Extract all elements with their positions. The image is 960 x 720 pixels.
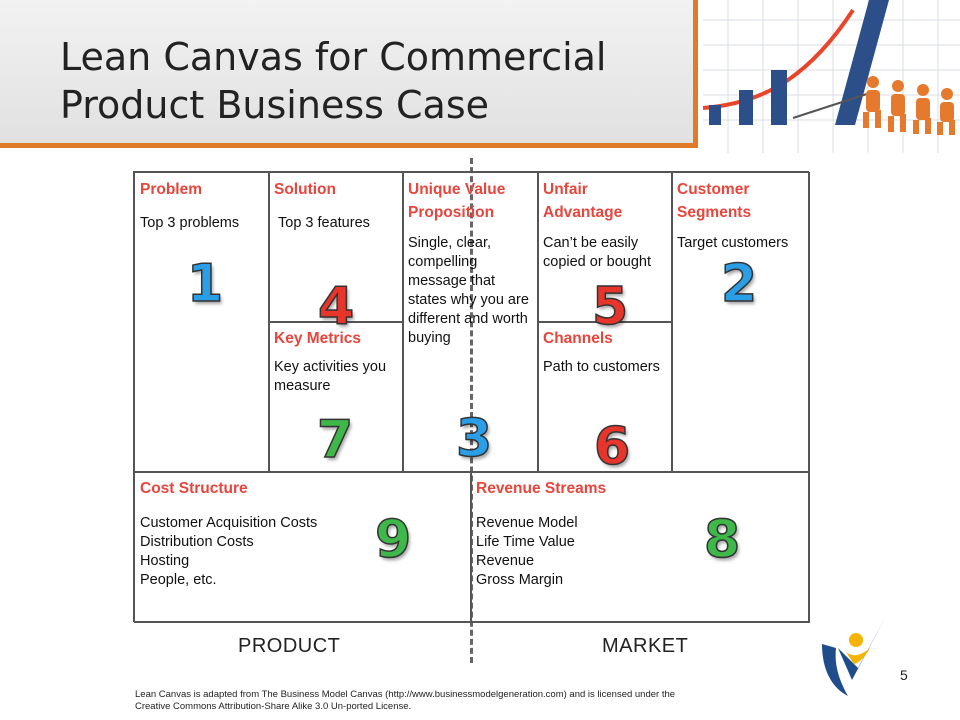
list-item: Revenue Model: [476, 515, 578, 531]
unfair-advantage-block: Unfair Advantage Can’t be easily copied …: [537, 172, 673, 323]
revenue-streams-list: Revenue Model Life Time Value Revenue Gr…: [476, 514, 804, 590]
step-number-6: 6: [593, 417, 631, 477]
unfair-advantage-title: Unfair Advantage: [543, 181, 623, 221]
key-metrics-body: Key activities you measure: [274, 359, 387, 394]
uvp-block: Unique Value Proposition Single, clear, …: [402, 172, 539, 473]
problem-block: Problem Top 3 problems: [134, 172, 270, 473]
key-metrics-block: Key Metrics Key activities you measure: [268, 321, 404, 473]
customer-segments-block: Customer Segments Target customers: [671, 172, 810, 473]
uvp-body: Single, clear, compelling message that s…: [408, 235, 529, 346]
step-number-2: 2: [720, 254, 758, 314]
uvp-title: Unique Value Proposition: [408, 181, 506, 221]
page-number: 5: [900, 667, 908, 683]
step-number-7: 7: [316, 410, 354, 470]
step-number-5: 5: [591, 277, 629, 337]
problem-body: Top 3 problems: [140, 215, 240, 231]
product-label: PRODUCT: [238, 635, 341, 657]
solution-title: Solution: [274, 181, 336, 198]
footnote-line2: Creative Commons Attribution-Share Alike…: [135, 701, 412, 712]
list-item: People, etc.: [140, 572, 217, 588]
solution-body: Top 3 features: [278, 215, 370, 231]
revenue-streams-title: Revenue Streams: [476, 480, 607, 497]
step-number-1: 1: [186, 254, 224, 314]
cost-structure-list: Customer Acquisition Costs Distribution …: [140, 514, 466, 590]
problem-title: Problem: [140, 181, 203, 198]
license-footnote: Lean Canvas is adapted from The Business…: [135, 689, 675, 713]
key-metrics-title: Key Metrics: [274, 330, 362, 347]
channels-body: Path to customers: [543, 359, 660, 375]
cost-structure-block: Cost Structure Customer Acquisition Cost…: [134, 471, 472, 623]
customer-segments-body: Target customers: [677, 235, 789, 251]
channels-block: Channels Path to customers: [537, 321, 673, 473]
slide-title: Lean Canvas for Commercial Product Busin…: [60, 33, 607, 129]
list-item: Customer Acquisition Costs: [140, 515, 318, 531]
footnote-line1: Lean Canvas is adapted from The Business…: [135, 689, 676, 700]
step-number-3: 3: [455, 409, 493, 469]
bar-chart-growth-icon: [703, 0, 960, 153]
checkmark-person-logo-icon: [822, 616, 886, 696]
title-banner: Lean Canvas for Commercial Product Busin…: [0, 0, 698, 148]
cost-structure-title: Cost Structure: [140, 480, 248, 497]
product-market-divider: [470, 158, 473, 663]
market-label: MARKET: [602, 635, 689, 657]
list-item: Life Time Value: [476, 534, 575, 550]
slide-title-line2: Product Business Case: [60, 83, 490, 127]
slide-title-line1: Lean Canvas for Commercial: [60, 35, 607, 79]
lean-canvas: Problem Top 3 problems Solution Top 3 fe…: [133, 171, 810, 623]
revenue-streams-block: Revenue Streams Revenue Model Life Time …: [470, 471, 810, 623]
customer-segments-title: Customer Segments: [677, 181, 752, 221]
solution-block: Solution Top 3 features: [268, 172, 404, 323]
list-item: Distribution Costs: [140, 534, 254, 550]
unfair-advantage-body: Can’t be easily copied or bought: [543, 235, 652, 270]
channels-title: Channels: [543, 330, 613, 347]
list-item: Revenue: [476, 553, 535, 569]
step-number-4: 4: [317, 277, 355, 337]
list-item: Hosting: [140, 553, 190, 569]
list-item: Gross Margin: [476, 572, 564, 588]
step-number-8: 8: [703, 510, 741, 570]
step-number-9: 9: [374, 510, 412, 570]
